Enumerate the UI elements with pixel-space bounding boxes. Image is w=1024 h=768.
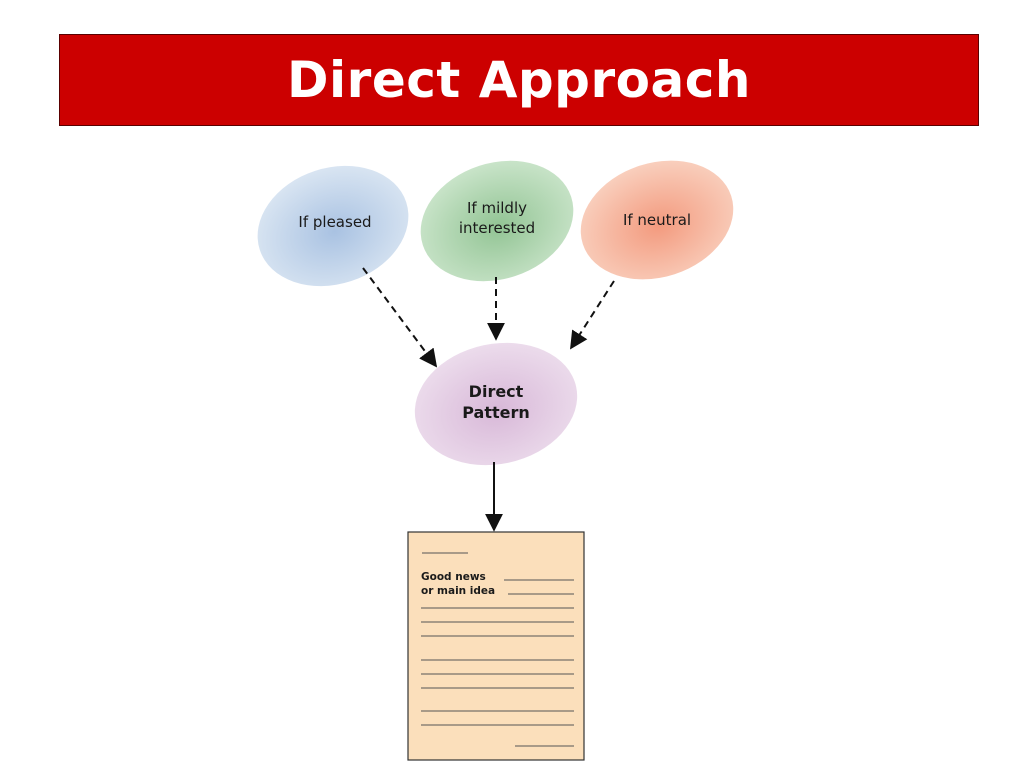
node-direct-pattern-line2: Pattern xyxy=(462,403,530,422)
arrow-pleased-to-pattern xyxy=(362,267,438,368)
node-if-pleased: If pleased xyxy=(257,165,409,287)
document-line2: or main idea xyxy=(421,585,495,597)
node-if-mildly-line2: interested xyxy=(459,219,535,237)
node-if-neutral-label: If neutral xyxy=(623,211,691,229)
arrow-neutral-to-pattern xyxy=(570,280,615,350)
node-if-pleased-label: If pleased xyxy=(298,213,371,231)
document-line1: Good news xyxy=(421,571,486,583)
node-if-mildly-interested: If mildly interested xyxy=(420,160,574,282)
page-title: Direct Approach xyxy=(287,51,751,109)
node-direct-pattern-line1: Direct xyxy=(469,382,524,401)
node-direct-pattern: Direct Pattern xyxy=(414,342,578,466)
node-if-neutral: If neutral xyxy=(580,160,734,280)
title-bar: Direct Approach xyxy=(59,34,979,126)
document-page: Good news or main idea xyxy=(407,531,585,761)
node-if-mildly-line1: If mildly xyxy=(467,199,527,217)
